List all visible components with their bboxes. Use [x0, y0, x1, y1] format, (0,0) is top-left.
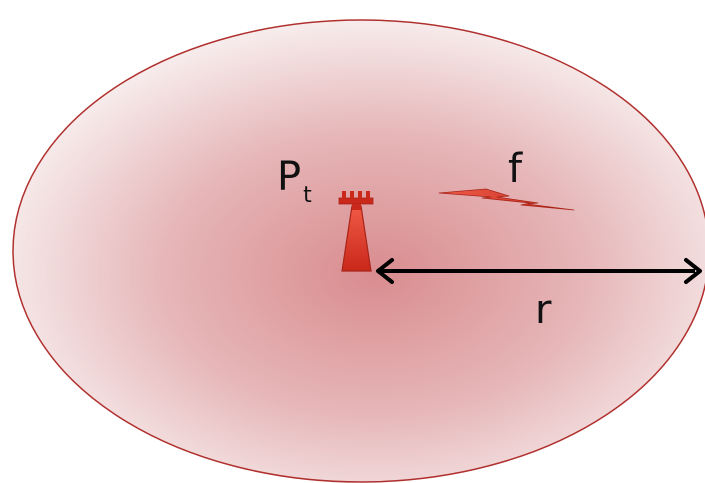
radius-arrow — [376, 258, 702, 284]
lightning-bolt-icon — [438, 188, 575, 211]
power-label: Pt — [277, 154, 312, 208]
frequency-label: f — [508, 146, 523, 192]
power-label-subscript: t — [303, 183, 312, 208]
antenna-tower-icon — [338, 191, 374, 272]
radius-label: r — [535, 287, 552, 333]
power-label-main: P — [277, 154, 301, 200]
